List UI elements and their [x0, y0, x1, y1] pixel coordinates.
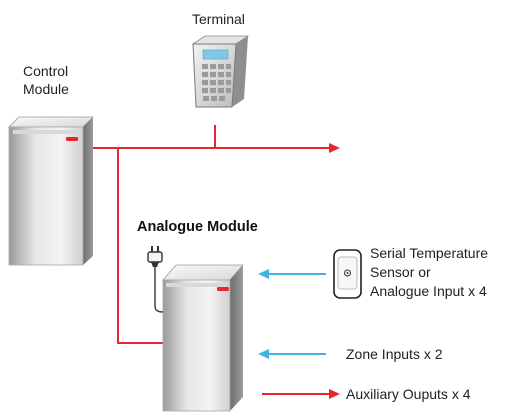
terminal-label: Terminal [192, 11, 245, 27]
analogue-module-icon [162, 264, 244, 412]
sensor-icon [333, 249, 362, 299]
aux-outputs-label: Auxiliary Ouputs x 4 [346, 386, 471, 402]
terminal-keys [202, 64, 231, 101]
analogue-module-led [217, 287, 229, 291]
terminal-icon [191, 35, 250, 108]
zone-input-arrowhead [258, 349, 269, 359]
control-module-icon [8, 116, 94, 266]
input-arrows [267, 273, 326, 355]
zone-inputs-label: Zone Inputs x 2 [346, 346, 443, 362]
serial-sensor-label-line1: Serial Temperature [370, 245, 489, 261]
control-module-led [66, 137, 78, 141]
bus-line-vertical [117, 148, 163, 344]
analogue-module-label: Analogue Module [137, 219, 258, 235]
serial-sensor-label-line3: Analogue Input x 4 [370, 283, 487, 299]
serial-input-arrowhead [258, 269, 269, 279]
control-module-label-line2: Module [23, 81, 69, 97]
serial-sensor-label-line2: Sensor or [370, 264, 431, 280]
output-lines [92, 125, 330, 395]
power-plug-icon [147, 246, 164, 313]
bus-arrowhead [329, 143, 340, 153]
control-module-label-line1: Control [23, 63, 69, 79]
aux-output-arrowhead [329, 389, 340, 399]
